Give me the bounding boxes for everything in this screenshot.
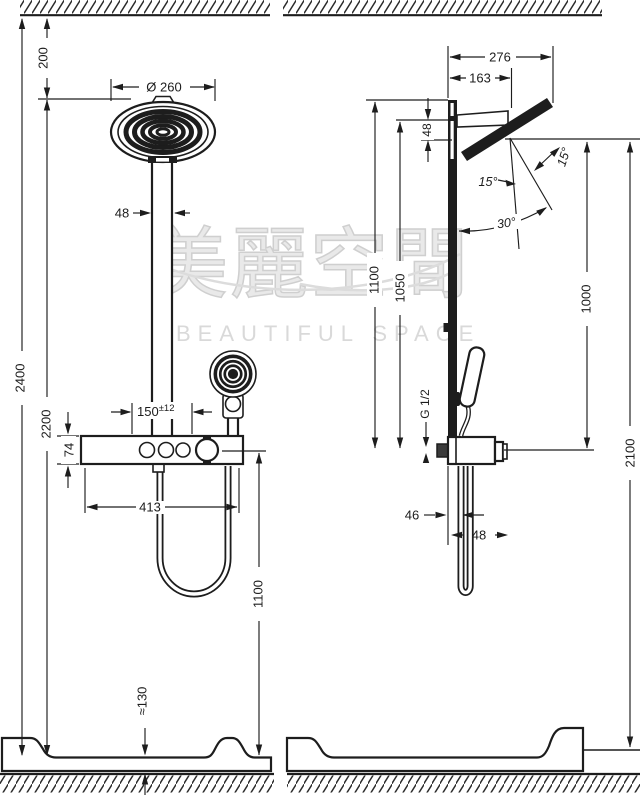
side-dimensions (366, 46, 631, 747)
dim-spray-height: 1000 (579, 285, 594, 314)
side-valve-body (436, 435, 508, 466)
dimension-labels: 200 2400 2200 Ø 260 48 74 150±12 413 110… (13, 47, 638, 715)
dim-head-top-height: 2200 (39, 410, 54, 439)
dim-bar-top-height: 1100 (367, 266, 382, 294)
overhead-shower (109, 95, 217, 164)
angle-tilt-range: 30° (496, 215, 517, 231)
watermark-cjk: 美麗空間 (149, 219, 471, 311)
ceiling-hatch (20, 0, 602, 17)
side-wall-bar (443, 100, 457, 437)
dim-overall-height-side: 2100 (623, 439, 638, 468)
valve-button-3 (175, 442, 191, 458)
dim-arm-reach: 163 (469, 71, 491, 86)
watermark-swoosh (161, 252, 461, 292)
dim-supply-spacing: 150±12 (137, 403, 174, 419)
dim-valve-height: 74 (62, 443, 77, 457)
dimension-arrows (18, 18, 634, 785)
dim-supply-tolerance: ±12 (159, 403, 175, 414)
front-view (0, 19, 273, 795)
dim-wall-offset: 46 (405, 508, 419, 523)
valve-button-2 (157, 441, 175, 459)
dim-hose-width: 48 (472, 528, 486, 543)
side-hand-shower (449, 346, 486, 437)
riser-pipe-fill (153, 160, 171, 438)
valve-button-1 (138, 441, 156, 459)
watermark-latin: BEAUTIFUL SPACE (176, 321, 481, 346)
label-connection-thread: G 1/2 (418, 389, 432, 419)
dim-ceiling-offset: 200 (36, 47, 51, 69)
floor-hatch (0, 772, 640, 793)
dim-hose-drop: 1100 (251, 580, 266, 608)
valve-knob (194, 437, 220, 463)
side-shower-head (456, 98, 553, 161)
side-view (285, 46, 640, 773)
dim-pipe-width: 48 (115, 206, 129, 221)
side-shower-tray (285, 726, 585, 773)
side-hose-loop (457, 466, 474, 596)
front-valve-body (79, 434, 245, 466)
label-masks (12, 38, 638, 728)
angle-tilt-forward: 15° (479, 175, 498, 189)
dim-head-reach: 276 (489, 50, 511, 65)
dim-tray-height: ≈130 (135, 687, 150, 716)
dim-pivot-height: 1050 (393, 274, 408, 303)
front-shower-tray (0, 736, 273, 773)
angle-tilt-back: 15° (554, 146, 573, 168)
tilt-angle-fan (458, 137, 640, 250)
dim-head-diameter: Ø 260 (146, 80, 181, 95)
dim-overall-height-front: 2400 (13, 364, 28, 393)
dim-valve-width: 413 (139, 500, 161, 515)
front-hand-shower (209, 350, 257, 436)
dim-head-drop: 48 (420, 123, 434, 137)
front-hose-loop (156, 466, 232, 598)
